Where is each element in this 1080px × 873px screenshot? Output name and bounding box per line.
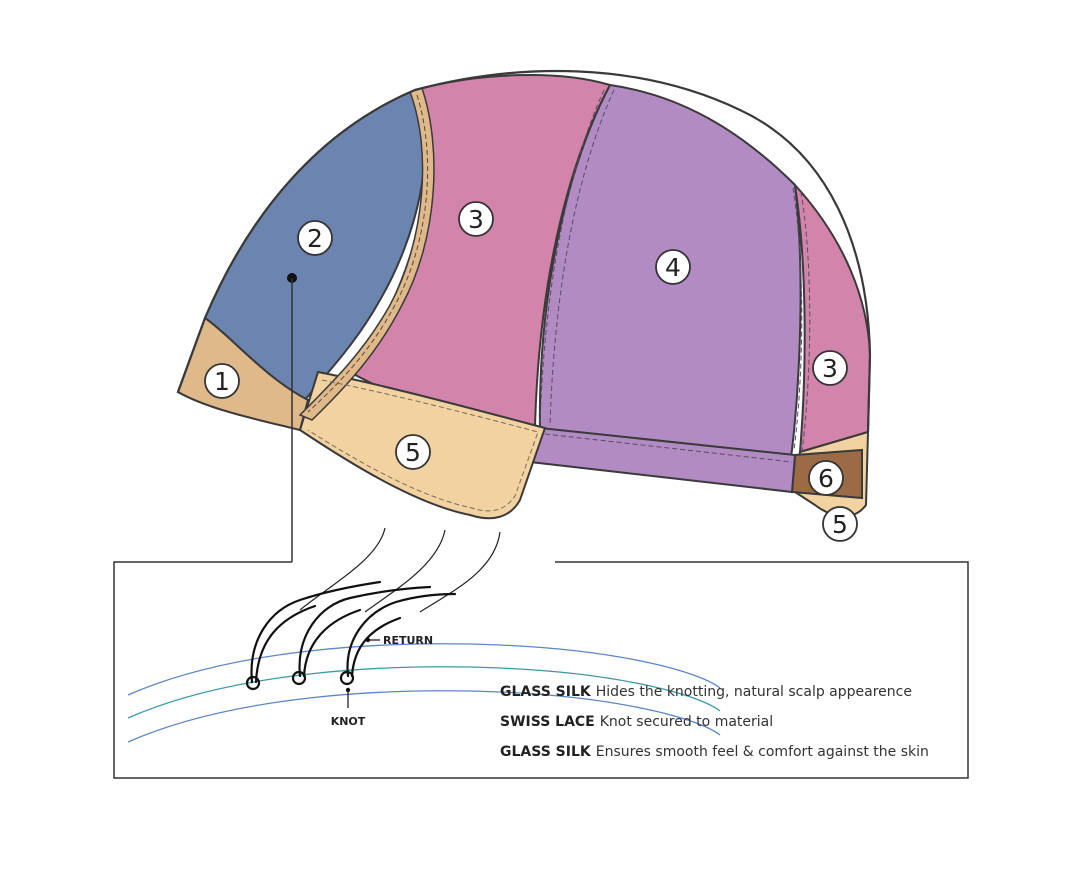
stitch-line-front (307, 94, 429, 413)
return-label: RETURN (383, 634, 433, 647)
callout-leader (287, 273, 297, 562)
marker-2: 2 (297, 220, 333, 256)
panel-1 (176, 316, 310, 432)
knot-2 (291, 670, 307, 686)
knot-label: KNOT (331, 715, 366, 728)
marker-label: 5 (405, 438, 421, 467)
knot-3 (339, 670, 355, 686)
layer-legend-item-2: SWISS LACE Knot secured to material (500, 714, 773, 730)
stitch-line-band (544, 433, 793, 463)
marker-label: 5 (832, 510, 848, 539)
stitch-line-crown-left (539, 89, 605, 426)
knot-callout: KNOT (331, 687, 366, 728)
marker-label: 6 (818, 464, 834, 493)
marker-5-nape: 5 (822, 506, 858, 542)
marker-5-ear-tab: 5 (395, 434, 431, 470)
marker-3-back: 3 (812, 350, 848, 386)
arc-glass-silk-bottom (127, 690, 721, 743)
stitch-line-ear-tab (307, 379, 539, 512)
panel-markers: 1 2 3 3 4 5 5 6 (204, 201, 858, 542)
marker-label: 4 (665, 253, 681, 282)
marker-6: 6 (808, 460, 844, 496)
panel-border-strip (298, 87, 435, 421)
layer-desc: Hides the knotting, natural scalp appear… (596, 684, 912, 700)
cap-outline (176, 69, 872, 433)
knots (245, 670, 355, 691)
layer-desc: Ensures smooth feel & comfort against th… (596, 744, 929, 760)
arc-glass-silk-top (127, 643, 721, 696)
return-callout: RETURN (365, 634, 433, 647)
detail-box-frame (113, 561, 969, 779)
stitch-line-crown-right-2 (800, 191, 811, 453)
hair-strands-upper (299, 527, 501, 613)
marker-label: 3 (822, 354, 838, 383)
layer-arcs (127, 643, 721, 743)
marker-label: 3 (468, 205, 484, 234)
marker-label: 2 (307, 224, 323, 253)
layer-desc: Knot secured to material (600, 714, 773, 730)
arc-swiss-lace (127, 666, 721, 719)
wig-cap (176, 69, 872, 520)
marker-3-top: 3 (458, 201, 494, 237)
marker-1: 1 (204, 363, 240, 399)
stitch-line-crown-right (792, 187, 803, 451)
marker-4: 4 (655, 249, 691, 285)
layer-term: GLASS SILK (500, 684, 592, 700)
knotted-hairs (250, 580, 457, 684)
layer-term: SWISS LACE (500, 714, 595, 730)
knot-1 (245, 675, 261, 691)
layer-term: GLASS SILK (500, 744, 592, 760)
stitch-line-crown-left-2 (549, 89, 615, 426)
marker-label: 1 (214, 367, 230, 396)
